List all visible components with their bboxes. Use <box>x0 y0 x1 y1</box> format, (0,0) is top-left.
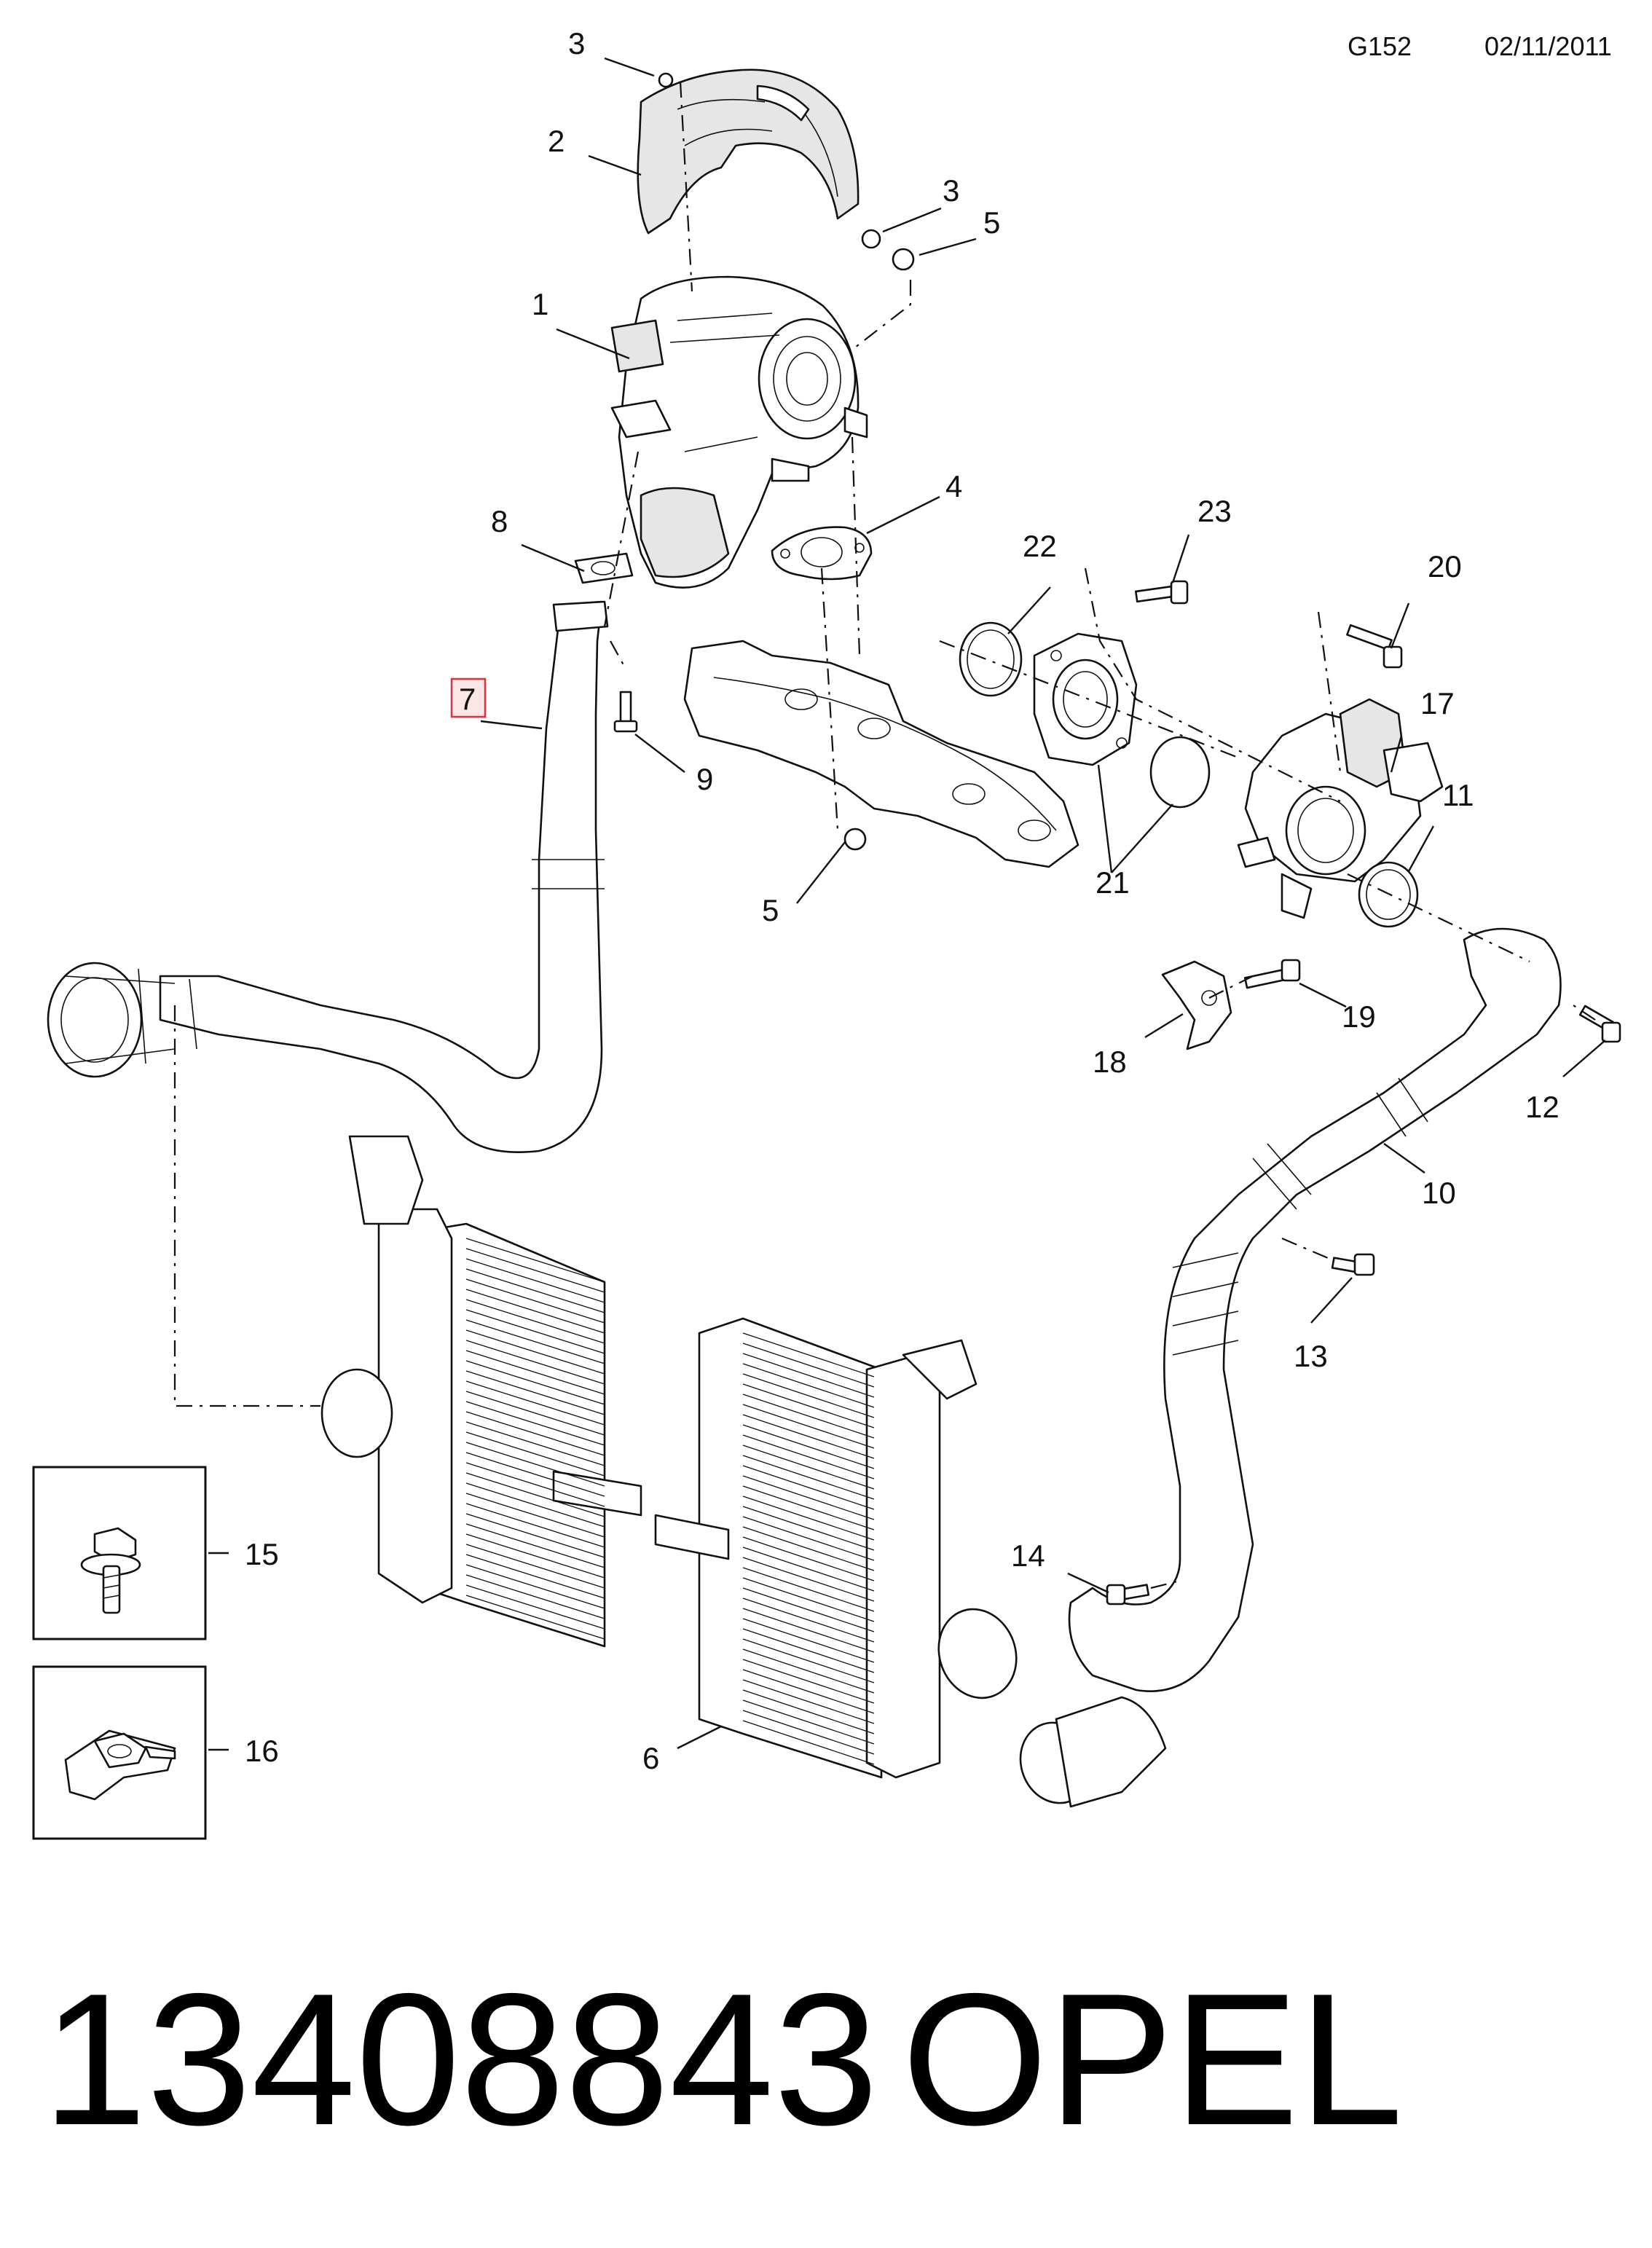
brand-name: OPEL <box>902 1954 1403 2164</box>
callout-12: 12 <box>1525 1090 1559 1124</box>
part-8-gasket <box>574 552 634 584</box>
part-21-clip <box>1149 736 1211 809</box>
callout-7-highlight-box <box>450 677 487 718</box>
leader-lines <box>208 57 1606 1751</box>
diagram-date: 02/11/2011 <box>1484 31 1612 61</box>
part-10-hose <box>1019 927 1562 1808</box>
part-21-adapter <box>1033 632 1138 766</box>
part-18-bracket <box>1161 960 1232 1050</box>
part-14-bolt <box>1106 1584 1150 1606</box>
part-6-intercooler <box>320 1135 1018 1779</box>
callout-16: 16 <box>245 1734 279 1768</box>
callout-6: 6 <box>642 1741 659 1775</box>
part-2-heat-shield <box>637 68 860 235</box>
callout-7: 7 <box>459 682 476 716</box>
intercooler-fins-left <box>465 1238 605 1640</box>
intercooler-fins-right <box>742 1332 875 1765</box>
callout-23: 23 <box>1197 494 1232 528</box>
callout-8: 8 <box>491 504 508 538</box>
part-3-nut-right <box>861 229 881 249</box>
manifold-bracket <box>683 640 1079 868</box>
callout-4: 4 <box>945 469 962 503</box>
callout-labels: 3 2 3 5 1 4 8 7 9 5 23 20 22 17 11 21 18… <box>245 26 1559 1775</box>
inset-box-16 <box>32 1665 207 1840</box>
inset-box-15 <box>32 1466 207 1640</box>
callout-2: 2 <box>548 124 565 158</box>
centerlines <box>173 81 1596 1589</box>
part-3-nut-top <box>658 72 674 88</box>
callout-17: 17 <box>1420 686 1455 720</box>
callout-11: 11 <box>1442 778 1474 812</box>
callout-22: 22 <box>1023 529 1057 563</box>
part-9-bolt <box>613 691 638 733</box>
part-22-o-ring <box>959 621 1023 697</box>
callout-18: 18 <box>1093 1045 1127 1079</box>
part-7-charge-air-hose <box>47 600 609 1153</box>
part-5-nut-top <box>892 248 915 271</box>
diagram-code: G152 <box>1348 31 1412 61</box>
part-number: 13408843 <box>42 1954 878 2164</box>
part-17-throttle-body <box>1237 698 1444 919</box>
part-4-gasket <box>771 526 873 581</box>
part-19-bolt <box>1243 959 1301 989</box>
callout-20: 20 <box>1428 549 1462 583</box>
callout-15: 15 <box>245 1537 279 1571</box>
callout-1: 1 <box>532 287 548 321</box>
part-1-turbocharger <box>610 275 868 589</box>
callout-3-top: 3 <box>568 26 585 60</box>
callout-3-right: 3 <box>943 173 959 208</box>
callout-10: 10 <box>1422 1176 1456 1210</box>
part-20-bolt <box>1346 624 1403 669</box>
callout-5-bottom: 5 <box>762 893 779 927</box>
part-12-bolt <box>1578 1005 1621 1043</box>
callout-9: 9 <box>696 762 713 796</box>
callout-13: 13 <box>1294 1339 1328 1373</box>
part-15-screw-icon <box>80 1527 141 1614</box>
callout-14: 14 <box>1011 1538 1045 1573</box>
part-13-bolt <box>1331 1253 1375 1276</box>
callout-5-top: 5 <box>983 205 1000 240</box>
part-23-bolt <box>1134 580 1189 605</box>
part-16-clip-nut-icon <box>64 1729 176 1801</box>
callout-21: 21 <box>1096 865 1130 900</box>
callout-19: 19 <box>1342 999 1376 1034</box>
part-5-nut-bottom <box>843 828 867 851</box>
